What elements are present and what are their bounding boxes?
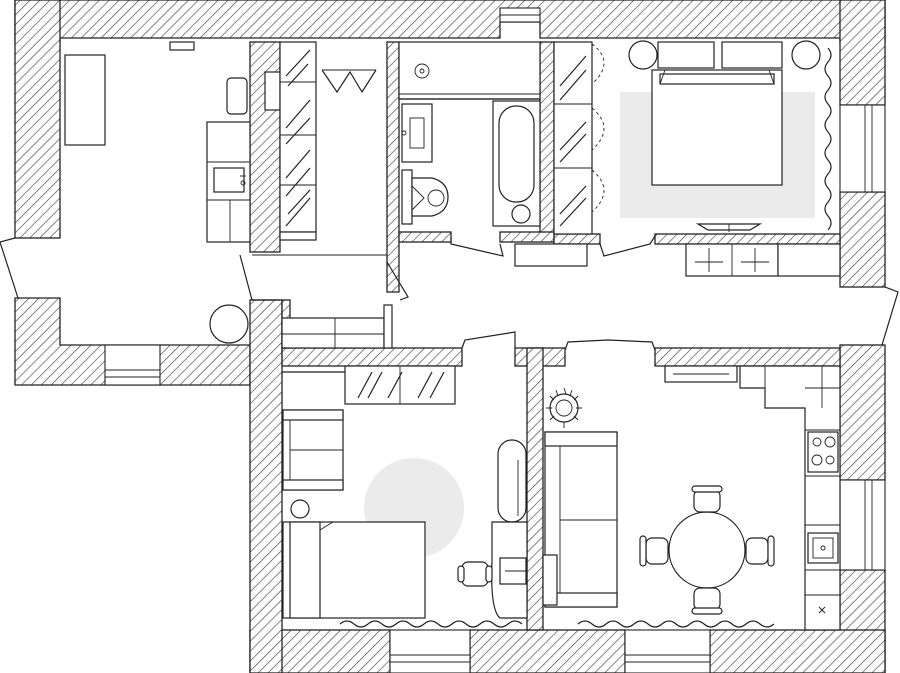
toilet-icon [401, 169, 449, 225]
sink-icon [213, 167, 246, 193]
chair-icon [691, 587, 723, 615]
shelf [169, 41, 195, 51]
chair-icon [639, 535, 669, 567]
wall-hall-bottom3 [654, 347, 841, 367]
entrance-right [881, 286, 899, 346]
door-icon [321, 69, 377, 94]
wall-master-bottom1 [553, 233, 601, 245]
lamp-icon [290, 499, 310, 519]
window-icon [624, 629, 711, 673]
desk-icon [64, 54, 106, 146]
headboard [657, 41, 715, 69]
chair-icon [457, 561, 493, 587]
lamp-icon [628, 40, 658, 70]
door-icon [461, 331, 516, 349]
door-icon [450, 238, 504, 257]
stairs [281, 304, 393, 349]
wall-right-mid [839, 191, 886, 288]
door-icon [564, 339, 656, 351]
curtain-icon [577, 620, 775, 628]
wall-left-upper [14, 0, 61, 239]
wall-top [14, 0, 886, 43]
bed-icon [282, 521, 426, 619]
sink-icon [807, 532, 839, 564]
room-bathroom [398, 41, 541, 257]
room-hallway [461, 331, 656, 351]
headboard [721, 41, 783, 69]
stove-icon [807, 431, 839, 473]
wardrobe-base [279, 231, 317, 241]
desk-icon [491, 521, 528, 619]
wall-bath-bottom [398, 231, 452, 243]
wardrobe-icon [279, 41, 317, 233]
door-icon [599, 235, 656, 257]
room-living-left [64, 41, 281, 344]
curtain-icon [339, 620, 523, 628]
wall-corridor-bath [386, 41, 400, 293]
chair-icon [691, 485, 723, 513]
room-wardrobe-corridor [239, 41, 409, 349]
hallway-cabinet [685, 243, 841, 277]
sofa-icon [282, 409, 344, 491]
armchair-icon [497, 439, 527, 523]
wall-lower-left [249, 299, 283, 673]
windows [104, 7, 886, 673]
room-master-bedroom [553, 40, 832, 257]
radiator [514, 243, 588, 267]
room-kitchen-dining [542, 365, 841, 631]
window-icon [839, 104, 886, 193]
kitchen-counter [739, 365, 841, 631]
wardrobe-icon [344, 365, 456, 405]
entrance-left [0, 237, 60, 299]
close-icon [818, 606, 826, 614]
kitchen-unit-left [206, 121, 251, 243]
wall-hall-bottom1 [281, 347, 463, 367]
bed-icon [651, 69, 783, 186]
wall-bath-bottom2 [499, 231, 555, 243]
radiator [264, 71, 281, 111]
window-icon [389, 629, 471, 673]
desk-chair [695, 223, 763, 231]
walls [14, 0, 886, 673]
wall-bath-master [539, 41, 555, 235]
wall-bottom-mid [469, 629, 626, 673]
side-table [542, 554, 558, 606]
wall-right-lower1 [839, 344, 886, 481]
plant-icon [546, 387, 582, 428]
wall-master-bottom2 [654, 233, 841, 245]
window-icon [104, 344, 161, 386]
door-icon [239, 254, 409, 301]
room-bedroom-small [282, 365, 528, 628]
dining-table-icon [668, 511, 746, 589]
armchair-icon [226, 77, 248, 115]
window-icon [839, 479, 886, 571]
wall-bottom-right [709, 629, 886, 673]
lamp-icon [209, 304, 249, 344]
bathtub-icon [492, 100, 541, 227]
sink-icon [401, 103, 433, 163]
wardrobe-icon [553, 41, 605, 235]
curtain-icon [824, 47, 832, 231]
wall-right-upper [839, 0, 886, 106]
wall-lower-divider [526, 347, 544, 631]
window-icon [499, 7, 541, 23]
lamp-icon [791, 40, 821, 70]
chair-icon [745, 535, 775, 567]
